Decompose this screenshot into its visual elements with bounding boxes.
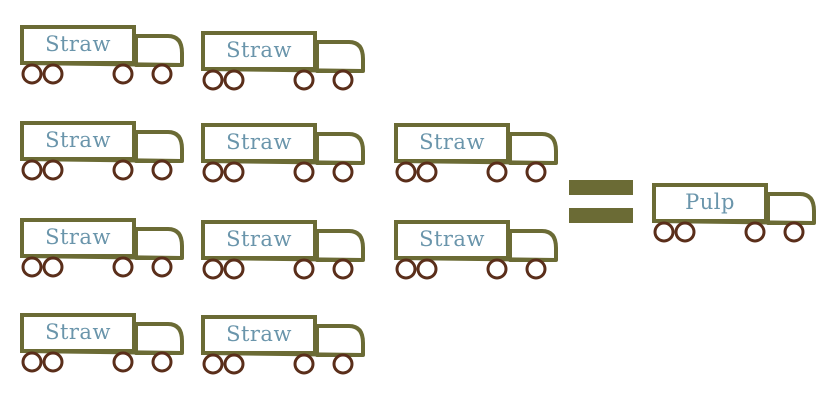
straw-truck: Straw (201, 123, 365, 183)
straw-truck: Straw (201, 220, 365, 280)
truck-cab (134, 322, 184, 355)
equals-top-bar (569, 180, 633, 195)
truck-wheel-3 (112, 63, 134, 85)
truck-label: Straw (45, 320, 111, 344)
truck-chassis (202, 351, 364, 357)
truck-wheel-3 (293, 161, 315, 183)
truck-label: Straw (226, 38, 292, 62)
truck-wheel-1 (202, 258, 224, 280)
truck-chassis (21, 349, 183, 355)
truck-label: Straw (419, 227, 485, 251)
truck-wheel-2 (416, 161, 438, 183)
straw-truck: Straw (201, 31, 365, 91)
truck-chassis (395, 159, 557, 165)
truck-cab (134, 227, 184, 260)
truck-cab (134, 130, 184, 163)
truck-wheel-2 (42, 256, 64, 278)
truck-chassis (202, 256, 364, 262)
truck-label: Straw (226, 227, 292, 251)
truck-wheel-1 (395, 258, 417, 280)
truck-wheel-4 (332, 161, 354, 183)
pulp-truck-group: Pulp (652, 183, 816, 243)
truck-wheel-1 (21, 256, 43, 278)
truck-chassis (21, 61, 183, 67)
truck-wheel-2 (674, 221, 696, 243)
truck-wheel-3 (112, 351, 134, 373)
truck-wheel-3 (293, 353, 315, 375)
truck-wheel-1 (21, 351, 43, 373)
truck-wheel-4 (332, 353, 354, 375)
straw-truck: Straw (20, 121, 184, 181)
truck-chassis (21, 157, 183, 163)
truck-label: Straw (226, 322, 292, 346)
truck-wheel-3 (293, 258, 315, 280)
straw-truck: Straw (394, 123, 558, 183)
straw-truck: Straw (20, 25, 184, 85)
truck-label: Straw (45, 32, 111, 56)
truck-wheel-2 (223, 69, 245, 91)
truck-label: Straw (45, 225, 111, 249)
truck-cab (508, 132, 558, 165)
truck-wheel-2 (42, 159, 64, 181)
truck-wheel-1 (395, 161, 417, 183)
truck-wheel-2 (223, 258, 245, 280)
truck-wheel-2 (416, 258, 438, 280)
equals-sign (569, 180, 633, 223)
truck-chassis (653, 219, 815, 225)
straw-truck: Straw (20, 218, 184, 278)
pulp-truck: Pulp (652, 183, 816, 243)
truck-wheel-2 (42, 63, 64, 85)
truck-wheel-1 (202, 69, 224, 91)
truck-wheel-3 (744, 221, 766, 243)
truck-cab (315, 40, 365, 73)
truck-cab (508, 229, 558, 262)
truck-wheel-4 (525, 161, 547, 183)
truck-wheel-1 (21, 159, 43, 181)
truck-wheel-1 (653, 221, 675, 243)
truck-cab (134, 34, 184, 67)
truck-wheel-4 (525, 258, 547, 280)
truck-wheel-4 (332, 69, 354, 91)
straw-truck: Straw (20, 313, 184, 373)
truck-wheel-3 (486, 258, 508, 280)
truck-chassis (202, 159, 364, 165)
truck-cab (766, 192, 816, 225)
truck-wheel-4 (332, 258, 354, 280)
truck-cab (315, 229, 365, 262)
truck-chassis (395, 256, 557, 262)
truck-wheel-2 (223, 161, 245, 183)
truck-wheel-2 (42, 351, 64, 373)
truck-wheel-3 (112, 159, 134, 181)
truck-cab (315, 132, 365, 165)
truck-label: Straw (45, 128, 111, 152)
truck-label: Straw (419, 130, 485, 154)
truck-wheel-4 (151, 63, 173, 85)
straw-truck: Straw (394, 220, 558, 280)
truck-wheel-4 (151, 256, 173, 278)
truck-wheel-3 (112, 256, 134, 278)
truck-wheel-2 (223, 353, 245, 375)
truck-wheel-3 (486, 161, 508, 183)
truck-label: Straw (226, 130, 292, 154)
truck-wheel-1 (202, 353, 224, 375)
truck-wheel-4 (151, 351, 173, 373)
equals-bottom-bar (569, 208, 633, 223)
truck-cab (315, 324, 365, 357)
truck-chassis (21, 254, 183, 260)
straw-truck: Straw (201, 315, 365, 375)
truck-wheel-3 (293, 69, 315, 91)
truck-wheel-4 (151, 159, 173, 181)
truck-chassis (202, 67, 364, 73)
truck-wheel-1 (202, 161, 224, 183)
truck-wheel-1 (21, 63, 43, 85)
truck-label: Pulp (685, 190, 735, 214)
truck-wheel-4 (783, 221, 805, 243)
